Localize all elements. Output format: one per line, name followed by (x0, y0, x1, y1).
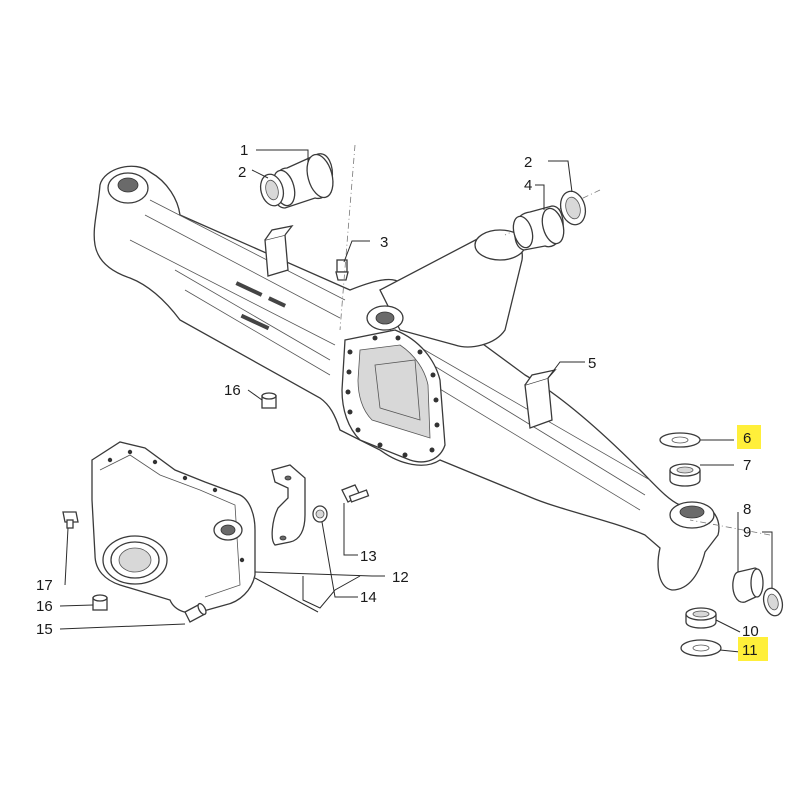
bushing-part-1 (272, 153, 334, 209)
washer-part-6 (659, 432, 701, 448)
callout-1: 1 (240, 142, 248, 159)
plug-part-16-lower (92, 594, 108, 611)
callout-7: 7 (743, 457, 751, 474)
bush-part-10 (685, 607, 717, 629)
callout-8: 8 (743, 501, 751, 518)
bolt-part-17 (62, 511, 79, 529)
seal-ring-part-2-right (559, 190, 587, 226)
bushing-part-4 (512, 205, 565, 251)
callout-14: 14 (360, 589, 377, 606)
bolt-part-13 (341, 484, 370, 503)
plug-part-16-upper (261, 392, 277, 409)
highlight-6 (737, 425, 761, 449)
bush-part-14 (312, 505, 328, 523)
axle-beam (93, 165, 720, 591)
callout-5: 5 (588, 355, 596, 372)
callout-4: 4 (524, 177, 532, 194)
callout-16-lower: 16 (36, 598, 53, 615)
leader-lines (59, 149, 773, 653)
pin-part-15 (184, 602, 207, 623)
washer-part-11 (680, 639, 722, 657)
callout-16-upper: 16 (224, 382, 241, 399)
callout-12: 12 (392, 569, 409, 586)
ring-part-9 (762, 587, 784, 617)
callout-labels: 1 2 2 3 4 5 6 7 8 9 10 11 12 13 14 15 16… (36, 142, 759, 659)
callout-10: 10 (742, 623, 759, 640)
axis-line (689, 519, 771, 536)
callout-9: 9 (743, 524, 751, 541)
bush-part-7 (669, 463, 701, 487)
callout-11: 11 (742, 642, 758, 659)
gear-housing (91, 441, 256, 614)
callout-3: 3 (380, 234, 388, 251)
seal-ring-part-2 (259, 173, 285, 207)
callout-2-right: 2 (524, 154, 532, 171)
clamp-part-12 (271, 464, 306, 546)
callout-6: 6 (743, 430, 751, 447)
callout-17: 17 (36, 577, 53, 594)
callout-2-left: 2 (238, 164, 246, 181)
callout-15: 15 (36, 621, 53, 638)
highlight-11 (738, 637, 768, 661)
axis-line (339, 144, 356, 331)
callout-13: 13 (360, 548, 377, 565)
bushing-part-8 (732, 567, 764, 603)
